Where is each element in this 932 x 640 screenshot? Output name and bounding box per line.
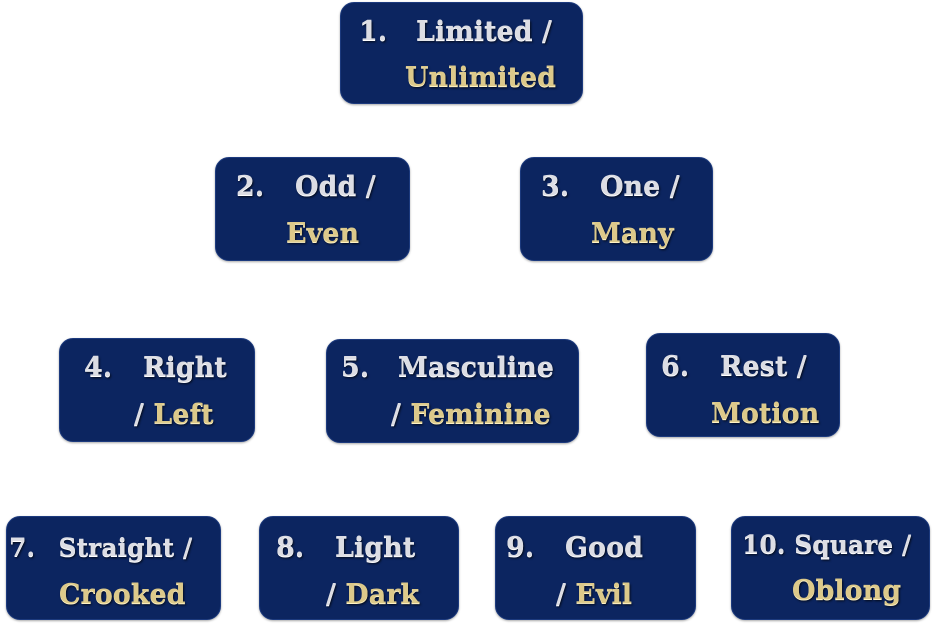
- pair-4-second-term: Left: [153, 399, 214, 430]
- pair-9-second-term: Evil: [575, 579, 633, 610]
- pair-9-number: 9.: [506, 532, 535, 563]
- pair-10-second-term: Oblong: [792, 575, 902, 606]
- pair-4-line-1: 4. Right: [84, 345, 227, 391]
- pair-box-3: 3. One / Many: [520, 157, 713, 261]
- pair-10-number: 10.: [742, 530, 786, 559]
- pair-box-9: 9. Good / Evil: [495, 516, 696, 620]
- pair-box-7: 7. Straight / Crooked: [6, 516, 221, 620]
- pair-4-number: 4.: [84, 352, 113, 383]
- pair-box-1: 1. Limited / Unlimited: [340, 2, 583, 104]
- pair-3-line-1: 3. One /: [541, 164, 680, 210]
- pair-10-first-term: Square: [794, 530, 894, 559]
- pair-10-line-1: 10. Square /: [742, 522, 911, 568]
- pair-6-slash: /: [796, 351, 807, 382]
- pair-6-line-1: 6. Rest /: [661, 344, 807, 390]
- pair-9-first-term: Good: [565, 532, 643, 563]
- pair-box-6: 6. Rest / Motion: [646, 333, 840, 437]
- pair-1-line-2: Unlimited: [405, 55, 556, 101]
- pair-2-line-2: Even: [286, 211, 359, 257]
- pair-2-first-term: Odd: [295, 171, 357, 202]
- pair-9-slash: /: [556, 579, 566, 610]
- pair-8-first-term: Light: [335, 532, 416, 563]
- pair-5-line-1: 5. Masculine: [341, 345, 554, 391]
- pair-1-slash: /: [542, 16, 552, 47]
- pair-10-slash: /: [901, 530, 912, 559]
- pair-box-10: 10. Square / Oblong: [731, 516, 930, 620]
- pair-7-first-term: Straight: [58, 533, 175, 562]
- pair-1-number: 1.: [359, 16, 388, 47]
- pair-3-number: 3.: [541, 171, 570, 202]
- pair-7-slash: /: [182, 533, 193, 562]
- pair-7-number: 7.: [9, 533, 36, 562]
- pair-6-number: 6.: [661, 351, 690, 382]
- pair-3-line-2: Many: [591, 211, 674, 257]
- pair-7-line-2: Crooked: [59, 572, 186, 618]
- pair-1-first-term: Limited: [416, 16, 533, 47]
- pair-5-line-2: / Feminine: [391, 392, 551, 438]
- pair-4-first-term: Right: [143, 352, 227, 383]
- pair-2-second-term: Even: [286, 218, 360, 249]
- pair-9-line-1: 9. Good: [506, 525, 643, 571]
- pair-3-second-term: Many: [591, 218, 674, 249]
- pair-8-line-1: 8. Light: [276, 525, 415, 571]
- pair-8-line-2: / Dark: [326, 572, 419, 618]
- pair-1-second-term: Unlimited: [405, 62, 557, 93]
- pair-3-first-term: One: [600, 171, 661, 202]
- pair-6-line-2: Motion: [711, 391, 819, 437]
- pair-2-line-1: 2. Odd /: [236, 164, 376, 210]
- pair-2-slash: /: [365, 171, 376, 202]
- pair-box-4: 4. Right / Left: [59, 338, 255, 442]
- pair-4-slash: /: [134, 399, 144, 430]
- pair-3-slash: /: [669, 171, 680, 202]
- pair-9-line-2: / Evil: [556, 572, 632, 618]
- pair-7-line-1: 7. Straight /: [9, 525, 192, 571]
- pair-8-slash: /: [326, 579, 336, 610]
- pair-box-5: 5. Masculine / Feminine: [326, 339, 579, 443]
- pair-1-line-1: 1. Limited /: [359, 9, 552, 55]
- pair-box-2: 2. Odd / Even: [215, 157, 410, 261]
- pair-8-number: 8.: [276, 532, 305, 563]
- pair-2-number: 2.: [236, 171, 265, 202]
- pair-5-second-term: Feminine: [410, 399, 551, 430]
- pair-4-line-2: / Left: [134, 392, 214, 438]
- pair-5-slash: /: [391, 399, 401, 430]
- pair-6-second-term: Motion: [711, 398, 820, 429]
- pair-5-first-term: Masculine: [398, 352, 554, 383]
- pair-7-second-term: Crooked: [59, 579, 186, 610]
- pair-10-line-2: Oblong: [792, 568, 901, 614]
- pair-6-first-term: Rest: [720, 351, 788, 382]
- pair-box-8: 8. Light / Dark: [259, 516, 459, 620]
- pair-5-number: 5.: [341, 352, 370, 383]
- pair-8-second-term: Dark: [345, 579, 420, 610]
